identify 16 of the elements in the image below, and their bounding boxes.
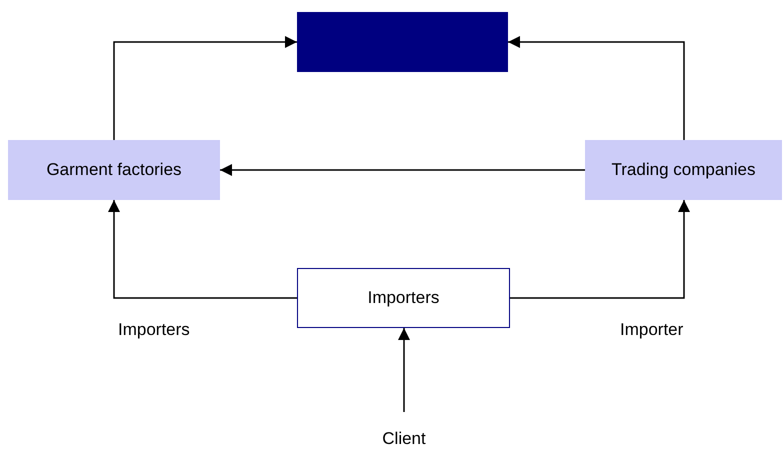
arrow [510,200,690,299]
node-label: Trading companies [612,160,756,180]
node-label: Client [382,429,426,449]
edge-label: Importer [620,320,684,340]
process-box [585,140,782,200]
arrow [220,164,585,176]
process-box [297,268,510,328]
process-box [8,140,220,200]
process-box [297,12,508,72]
arrow [113,36,297,140]
node-label: Importers [368,288,440,308]
arrow [108,200,297,299]
node-label: Garment factories [46,160,182,180]
edge-label: Importers [118,320,190,340]
arrow [398,328,410,412]
arrow [508,36,685,140]
